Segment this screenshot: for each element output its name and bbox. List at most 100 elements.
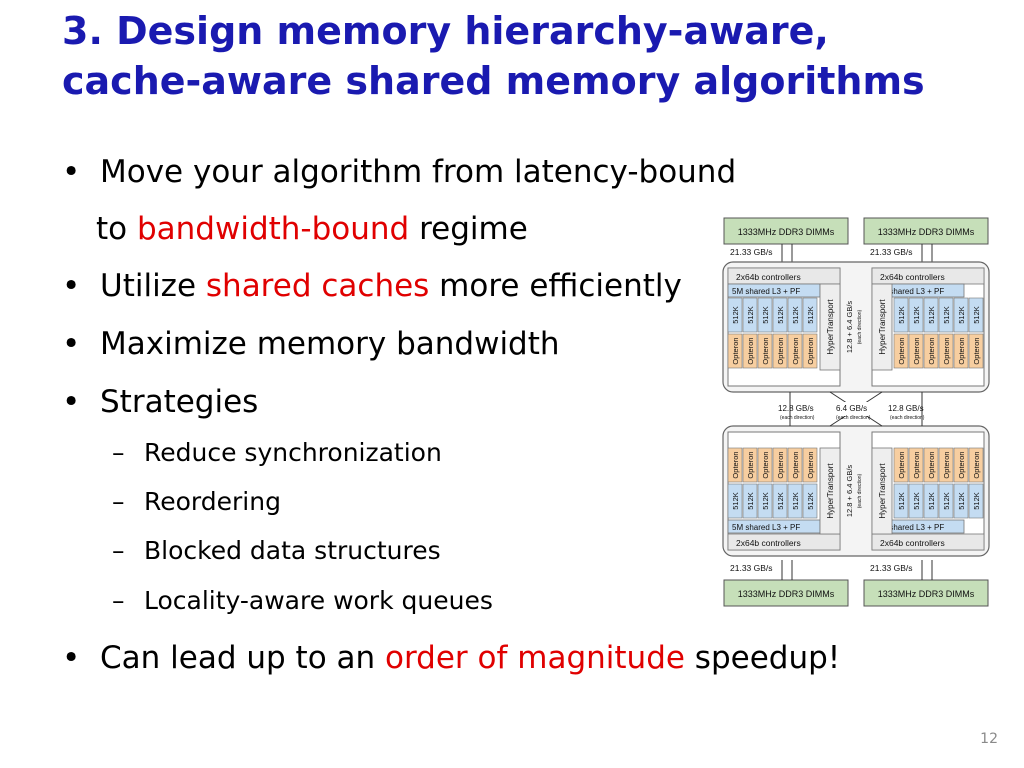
- dimm-box: [863, 579, 989, 607]
- sub-bullet-text: Reordering: [144, 487, 281, 516]
- core-box: [908, 333, 924, 369]
- core-label: Opteron: [972, 451, 981, 478]
- dimm-box: [723, 217, 849, 245]
- l3-cache-label: 5M shared L3 + PF: [732, 523, 800, 532]
- title-line-1: 3. Design memory hierarchy-aware,: [62, 9, 829, 53]
- slide-title: 3. Design memory hierarchy-aware, cache-…: [62, 6, 962, 106]
- l2-cache-box: [893, 297, 909, 333]
- l2-cache-box: [727, 297, 743, 333]
- core-box: [938, 447, 954, 483]
- bullet-marker: •: [62, 154, 81, 190]
- l2-cache-label: 512K: [746, 306, 755, 324]
- hypertransport-label: HyperTransport: [826, 463, 835, 519]
- l2-cache-label: 512K: [897, 492, 906, 510]
- l2-cache-label: 512K: [761, 306, 770, 324]
- core-label: Opteron: [927, 337, 936, 364]
- l2-cache-label: 512K: [927, 492, 936, 510]
- ht-bandwidth-label: 12.8 + 6.4 GB/s: [845, 301, 854, 354]
- core-label: Opteron: [957, 337, 966, 364]
- sub-bullet-text: Locality-aware work queues: [144, 586, 493, 615]
- each-direction-label: (each direction): [780, 415, 815, 421]
- core-label: Opteron: [776, 451, 785, 478]
- core-label: Opteron: [776, 337, 785, 364]
- sub-bullet-marker: –: [112, 487, 125, 516]
- controllers-label: 2x64b controllers: [880, 272, 945, 282]
- l2-cache-label: 512K: [731, 306, 740, 324]
- emphasis-text: order of magnitude: [385, 640, 685, 676]
- dimm-label: 1333MHz DDR3 DIMMs: [738, 227, 835, 237]
- core-box: [923, 333, 939, 369]
- bullet-text: Utilize shared caches more efficiently: [100, 268, 682, 304]
- core-box: [938, 333, 954, 369]
- hypertransport-label: HyperTransport: [826, 299, 835, 355]
- l2-cache-label: 512K: [731, 492, 740, 510]
- dimm-label: 1333MHz DDR3 DIMMs: [738, 589, 835, 599]
- each-direction-label: (each direction): [890, 415, 925, 421]
- sub-bullet-marker: –: [112, 438, 125, 467]
- core-box: [968, 447, 984, 483]
- l2-cache-box: [727, 483, 743, 519]
- l2-cache-label: 512K: [972, 492, 981, 510]
- dimm-label: 1333MHz DDR3 DIMMs: [878, 589, 975, 599]
- core-label: Opteron: [806, 337, 815, 364]
- emphasis-text: shared caches: [205, 268, 430, 304]
- bullet-text: Move your algorithm from latency-bound: [100, 154, 737, 190]
- core-box: [968, 333, 984, 369]
- bullet-marker: •: [62, 326, 81, 362]
- core-box: [757, 447, 773, 483]
- core-box: [953, 447, 969, 483]
- l2-cache-box: [893, 483, 909, 519]
- core-label: Opteron: [897, 451, 906, 478]
- l2-cache-box: [787, 483, 803, 519]
- l2-cache-label: 512K: [746, 492, 755, 510]
- core-label: Opteron: [806, 451, 815, 478]
- l2-cache-box: [787, 297, 803, 333]
- core-box: [893, 333, 909, 369]
- core-label: Opteron: [897, 337, 906, 364]
- page-number: 12: [980, 731, 998, 747]
- l2-cache-label: 512K: [806, 492, 815, 510]
- core-label: Opteron: [927, 451, 936, 478]
- l2-cache-box: [908, 297, 924, 333]
- core-label: Opteron: [957, 451, 966, 478]
- core-label: Opteron: [731, 337, 740, 364]
- l3-cache-label: 5M shared L3 + PF: [876, 523, 944, 532]
- l2-cache-label: 512K: [791, 306, 800, 324]
- controllers-label: 2x64b controllers: [880, 538, 945, 548]
- sub-bullet-marker: –: [112, 536, 125, 565]
- core-label: Opteron: [761, 337, 770, 364]
- core-box: [757, 333, 773, 369]
- l2-cache-box: [757, 483, 773, 519]
- l2-cache-box: [938, 483, 954, 519]
- title-line-2: cache-aware shared memory algorithms: [62, 59, 925, 103]
- hypertransport-box: [819, 283, 841, 371]
- core-label: Opteron: [791, 451, 800, 478]
- core-box: [802, 447, 818, 483]
- bullet-text: Can lead up to an order of magnitude spe…: [100, 640, 841, 676]
- each-direction-label: (each direction): [857, 473, 863, 508]
- memory-bandwidth-label: 21.33 GB/s: [730, 563, 773, 573]
- core-label: Opteron: [761, 451, 770, 478]
- bullet-text: Maximize memory bandwidth: [100, 326, 560, 362]
- each-direction-label: (each direction): [857, 309, 863, 344]
- controllers-label: 2x64b controllers: [736, 538, 801, 548]
- link-bandwidth-label: 12.8 GB/s: [778, 404, 814, 413]
- core-box: [953, 333, 969, 369]
- memory-bandwidth-label: 21.33 GB/s: [730, 247, 773, 257]
- l2-cache-box: [757, 297, 773, 333]
- l2-cache-box: [968, 297, 984, 333]
- l2-cache-label: 512K: [776, 492, 785, 510]
- core-box: [802, 333, 818, 369]
- controller-box: [871, 533, 985, 551]
- core-label: Opteron: [746, 337, 755, 364]
- core-box: [923, 447, 939, 483]
- hypertransport-label: HyperTransport: [878, 299, 887, 355]
- link-label-bg: [834, 402, 878, 416]
- l2-cache-label: 512K: [912, 492, 921, 510]
- l2-cache-box: [772, 483, 788, 519]
- hypertransport-box: [871, 447, 893, 535]
- ht-bandwidth-label: 12.8 + 6.4 GB/s: [845, 465, 854, 518]
- core-box: [772, 333, 788, 369]
- core-box: [727, 333, 743, 369]
- bullet-continuation: to bandwidth-bound regime: [96, 211, 528, 247]
